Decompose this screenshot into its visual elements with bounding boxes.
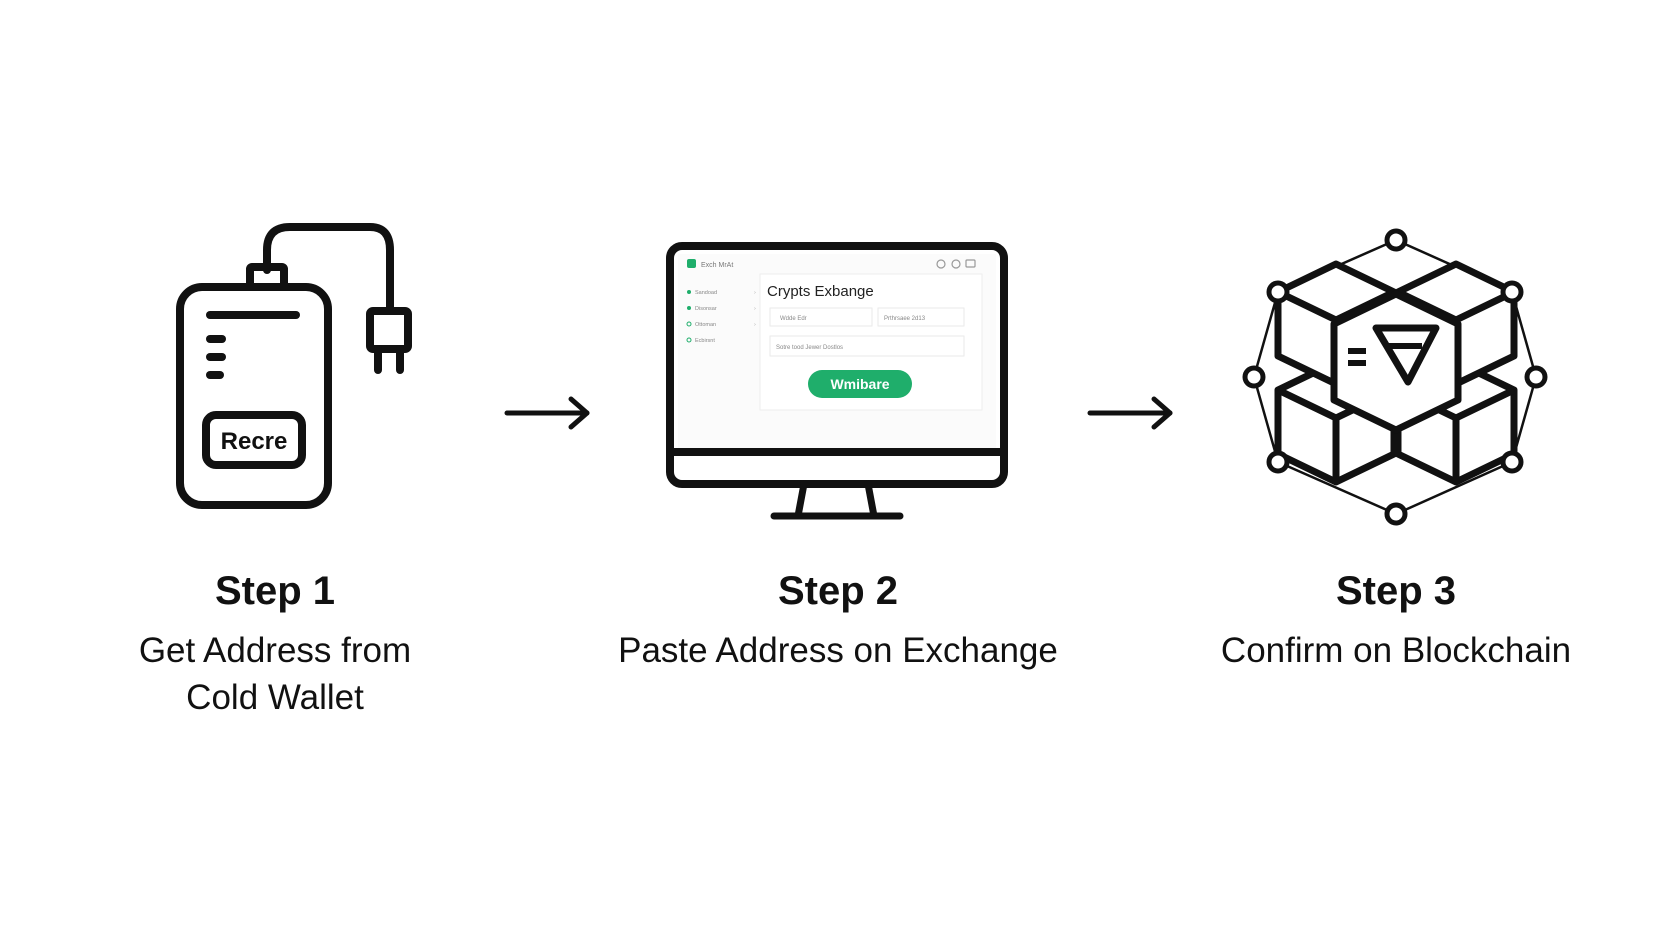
step-description: Paste Address on Exchange — [583, 627, 1093, 674]
device-label: Recre — [221, 428, 288, 455]
sidebar-item-1[interactable]: Sandoad — [695, 290, 717, 296]
step-title: Step 1 — [214, 569, 336, 613]
step-description-line: Get Address from — [138, 631, 412, 670]
step-2: Step 2 Paste Address on Exchange — [583, 567, 1093, 674]
screen-field-2[interactable]: Prthrsaee 2d13 — [884, 316, 926, 322]
arrow-right-icon — [1086, 393, 1178, 433]
triangle-logo-icon — [1348, 324, 1440, 386]
step-1: Step 1 Get Address from Cold Wallet — [75, 567, 475, 721]
cold-wallet-device-icon: Recre — [170, 215, 420, 515]
arrow-right-icon — [503, 393, 595, 433]
step-description: Get Address from Cold Wallet — [75, 627, 475, 721]
svg-text:›: › — [754, 306, 756, 312]
screen-sidebar: Sandoad › Disonsar › Ottoman › Ecbirsnt — [686, 290, 756, 344]
screen-submit-button[interactable] — [808, 370, 912, 398]
svg-text:›: › — [754, 322, 756, 328]
sidebar-item-4[interactable]: Ecbirsnt — [695, 338, 715, 344]
screen-header-label: Exch MrAt — [701, 262, 733, 269]
step-3: Step 3 Confirm on Blockchain — [1176, 567, 1616, 674]
monitor-exchange-icon: Exch MrAt Sandoad › Disonsar › Ottoman ›… — [664, 240, 1010, 522]
sidebar-item-2[interactable]: Disonsar — [695, 306, 717, 312]
screen-app-title: Crypts Exbange — [767, 283, 874, 300]
step-description: Confirm on Blockchain — [1176, 627, 1616, 674]
step-title: Step 3 — [1335, 569, 1457, 613]
screen-field-3[interactable]: Sotre tood Jewer Dostlos — [776, 345, 843, 351]
blockchain-network-icon — [1236, 222, 1556, 528]
step-description-line: Paste Address on Exchange — [618, 631, 1058, 670]
screen-submit-button-label: Wmibare — [830, 376, 889, 392]
screen-field-1[interactable]: Wdde Edr — [780, 316, 807, 322]
sidebar-item-3[interactable]: Ottoman — [695, 322, 716, 328]
screen-header: Exch MrAt — [687, 259, 976, 269]
svg-text:›: › — [754, 290, 756, 296]
step-description-line: Cold Wallet — [186, 678, 364, 717]
step-title: Step 2 — [777, 569, 899, 613]
step-description-line: Confirm on Blockchain — [1220, 631, 1572, 670]
